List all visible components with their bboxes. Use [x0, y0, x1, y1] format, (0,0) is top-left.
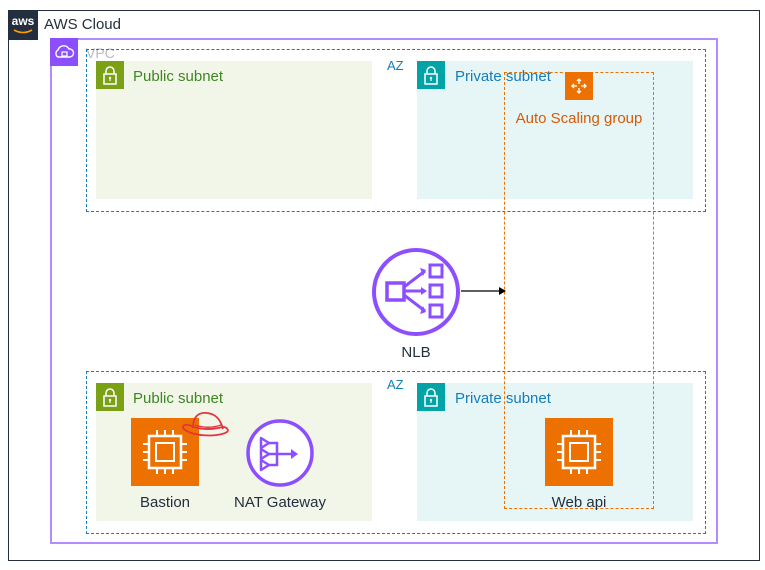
lock-icon: [96, 61, 124, 89]
bottom-private-subnet-label: Private subnet: [455, 390, 551, 407]
nlb-to-asg-arrow: [461, 287, 506, 295]
red-hat-icon: [179, 408, 231, 440]
aws-logo-text: aws: [11, 14, 35, 28]
aws-cloud-group: [8, 10, 760, 561]
nat-gateway-label: NAT Gateway: [234, 494, 326, 511]
lock-icon: [96, 383, 124, 411]
nlb-label: NLB: [401, 344, 431, 361]
aws-cloud-label: AWS Cloud: [44, 16, 121, 33]
bastion-label: Bastion: [139, 494, 191, 511]
bastion-ec2-icon[interactable]: [131, 418, 199, 486]
az-top-group: [86, 49, 706, 212]
top-private-subnet: [417, 61, 693, 199]
nat-gateway-icon[interactable]: [245, 418, 315, 488]
az-top-label: AZ: [387, 58, 404, 73]
auto-scaling-icon: [565, 72, 593, 100]
aws-logo-icon: aws: [8, 10, 38, 40]
az-bottom-label: AZ: [387, 377, 404, 392]
network-load-balancer-icon[interactable]: [371, 247, 461, 337]
auto-scaling-group-label: Auto Scaling group: [515, 110, 643, 127]
vpc-group: [50, 38, 718, 544]
top-public-subnet-label: Public subnet: [133, 68, 224, 85]
top-public-subnet: [96, 61, 372, 199]
bottom-public-subnet-label: Public subnet: [133, 390, 224, 407]
lock-icon: [417, 383, 445, 411]
vpc-icon: [50, 38, 78, 66]
webapi-label: Web api: [551, 494, 607, 511]
webapi-ec2-icon[interactable]: [545, 418, 613, 486]
az-bottom-group: [86, 371, 706, 534]
lock-icon: [417, 61, 445, 89]
